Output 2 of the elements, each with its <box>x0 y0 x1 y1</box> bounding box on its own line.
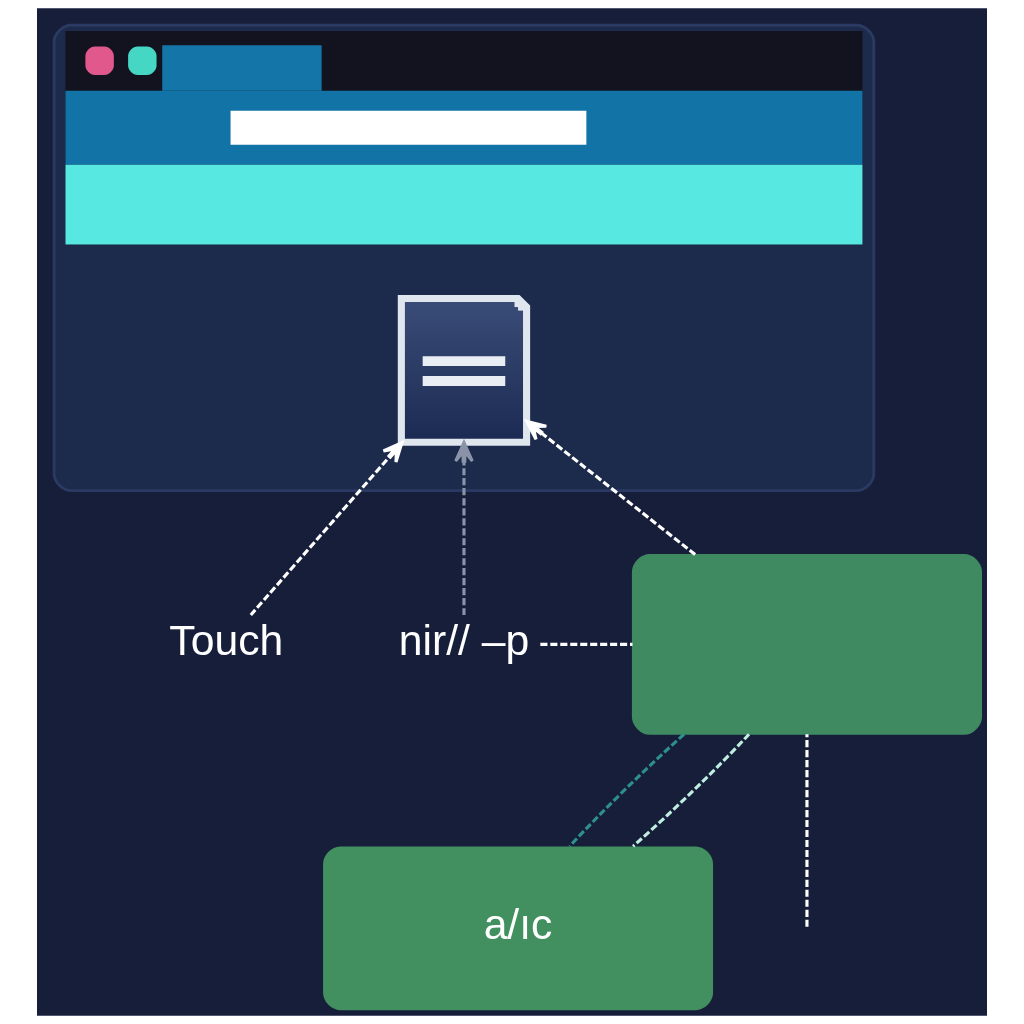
node-text: Touch <box>169 616 284 665</box>
node-text: nir// –p <box>398 616 530 665</box>
